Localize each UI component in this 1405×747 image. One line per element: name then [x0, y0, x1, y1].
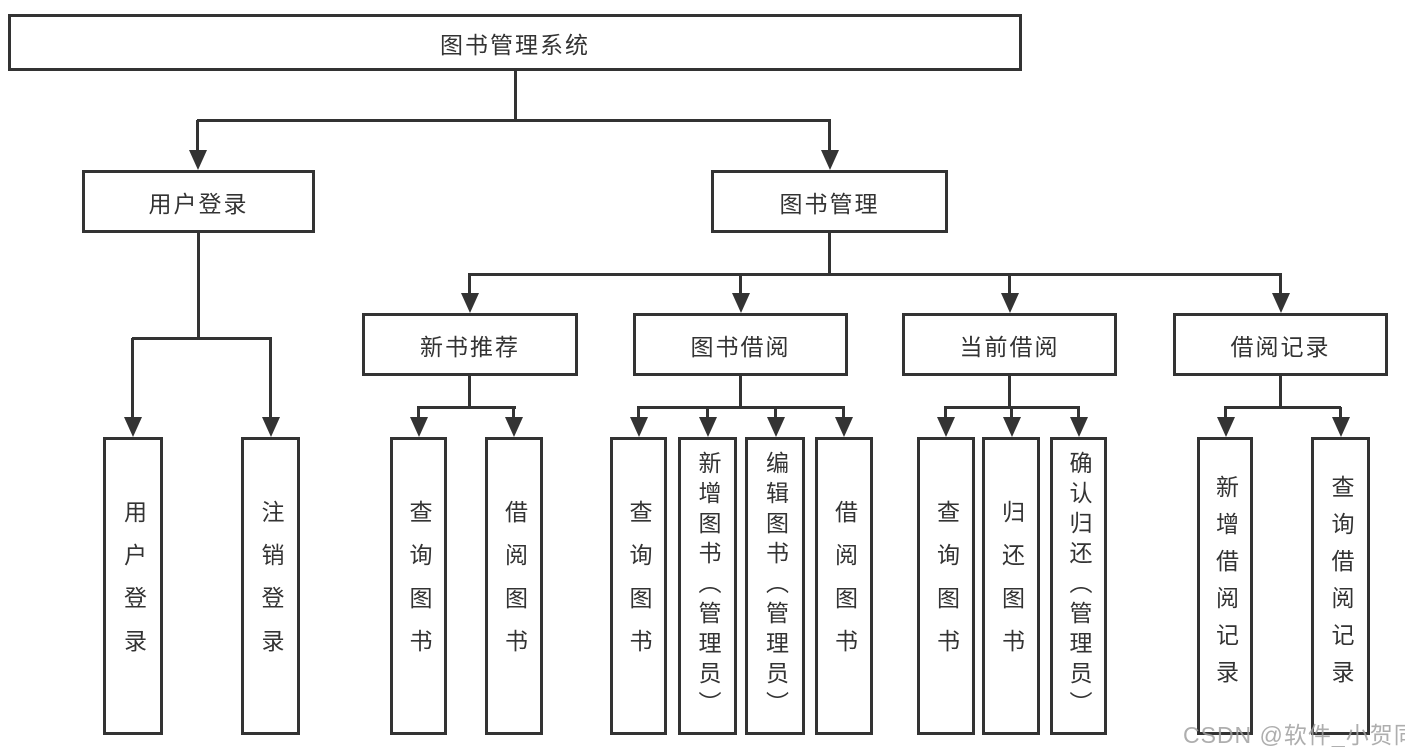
leaf-logout: 注销登录 [241, 437, 300, 735]
leaf-query-book-borrow-label: 查询图书 [626, 500, 652, 672]
edge-arrow-to-leaf-borrow-recommend [512, 407, 515, 417]
node-current-borrow-label: 当前借阅 [959, 333, 1060, 360]
edge-root-stub [514, 70, 517, 120]
node-root-system: 图书管理系统 [8, 14, 1022, 71]
leaf-add-borrow-record: 新增借阅记录 [1197, 437, 1253, 735]
edge-arrow-to-leaf-edit-book [774, 407, 777, 417]
leaf-add-book-admin: 新增图书（管理员） [678, 437, 737, 735]
edge-user-login-stub [197, 231, 200, 337]
leaf-logout-label: 注销登录 [258, 500, 284, 672]
edge-root-branch [197, 119, 831, 122]
edge-current-borrow-stub [1008, 374, 1011, 409]
node-book-management: 图书管理 [711, 170, 948, 233]
edge-arrow-to-book-management [828, 120, 831, 150]
edge-arrow-to-leaf-add-book [706, 407, 709, 417]
leaf-confirm-return-admin-label: 确认归还（管理员） [1066, 451, 1092, 721]
leaf-query-borrow-record: 查询借阅记录 [1311, 437, 1370, 735]
node-borrow-records-label: 借阅记录 [1230, 333, 1331, 360]
leaf-borrow-book-recommend-label: 借阅图书 [501, 500, 528, 672]
edge-borrow-records-branch [1224, 406, 1341, 409]
node-new-book-recommend-label: 新书推荐 [420, 333, 520, 360]
leaf-return-book-label: 归还图书 [998, 500, 1025, 672]
node-book-management-label: 图书管理 [779, 190, 880, 217]
leaf-add-borrow-record-label: 新增借阅记录 [1212, 475, 1239, 697]
edge-borrow-records-stub [1279, 374, 1282, 409]
leaf-return-book: 归还图书 [982, 437, 1040, 735]
leaf-user-login-label: 用户登录 [120, 500, 147, 672]
csdn-watermark: CSDN @软件_小贺同学 [1183, 722, 1405, 747]
edge-arrow-to-leaf-query-record [1339, 407, 1342, 417]
node-borrow-records: 借阅记录 [1173, 313, 1388, 376]
edge-user-login-branch [132, 337, 272, 340]
edge-arrow-to-leaf-logout [269, 338, 272, 417]
edge-arrow-to-leaf-query-borrow [637, 407, 640, 417]
leaf-query-book-recommend: 查询图书 [390, 437, 447, 735]
edge-arrow-to-user-login [196, 120, 199, 150]
leaf-query-book-borrow: 查询图书 [610, 437, 667, 735]
edge-arrow-to-leaf-user-login [131, 338, 134, 417]
edge-arrow-to-leaf-return-book [1010, 407, 1013, 417]
edge-arrow-to-borrow-records [1279, 274, 1282, 293]
node-new-book-recommend: 新书推荐 [362, 313, 578, 376]
leaf-query-book-current-label: 查询图书 [933, 500, 960, 672]
leaf-query-book-recommend-label: 查询图书 [406, 500, 432, 672]
node-user-login: 用户登录 [82, 170, 315, 233]
edge-arrow-to-leaf-borrow-book [842, 407, 845, 417]
node-book-borrow: 图书借阅 [633, 313, 848, 376]
edge-arrow-to-book-borrow [739, 274, 742, 293]
edge-book-management-branch [468, 273, 1282, 276]
leaf-borrow-book-recommend: 借阅图书 [485, 437, 543, 735]
node-user-login-label: 用户登录 [148, 190, 249, 217]
edge-arrow-to-leaf-add-record [1224, 407, 1227, 417]
node-current-borrow: 当前借阅 [902, 313, 1117, 376]
leaf-user-login: 用户登录 [103, 437, 163, 735]
leaf-borrow-book-label: 借阅图书 [831, 500, 858, 672]
edge-arrow-to-leaf-query-recommend [417, 407, 420, 417]
edge-arrow-to-leaf-query-current [944, 407, 947, 417]
edge-book-borrow-stub [739, 374, 742, 409]
edge-arrow-to-current-borrow [1008, 274, 1011, 293]
edge-book-management-stub [828, 232, 831, 274]
leaf-edit-book-admin-label: 编辑图书（管理员） [762, 451, 789, 721]
leaf-edit-book-admin: 编辑图书（管理员） [745, 437, 805, 735]
leaf-add-book-admin-label: 新增图书（管理员） [695, 451, 721, 721]
leaf-borrow-book: 借阅图书 [815, 437, 873, 735]
edge-arrow-to-new-book-recommend [468, 274, 471, 293]
node-root-label: 图书管理系统 [440, 31, 590, 58]
edge-arrow-to-leaf-confirm-return [1077, 407, 1080, 417]
edge-new-book-stub [468, 374, 471, 409]
leaf-query-book-current: 查询图书 [917, 437, 975, 735]
leaf-confirm-return-admin: 确认归还（管理员） [1050, 437, 1107, 735]
node-book-borrow-label: 图书借阅 [690, 333, 791, 360]
leaf-query-borrow-record-label: 查询借阅记录 [1328, 475, 1354, 697]
edge-new-book-branch [417, 406, 516, 409]
edge-book-borrow-branch [637, 406, 845, 409]
